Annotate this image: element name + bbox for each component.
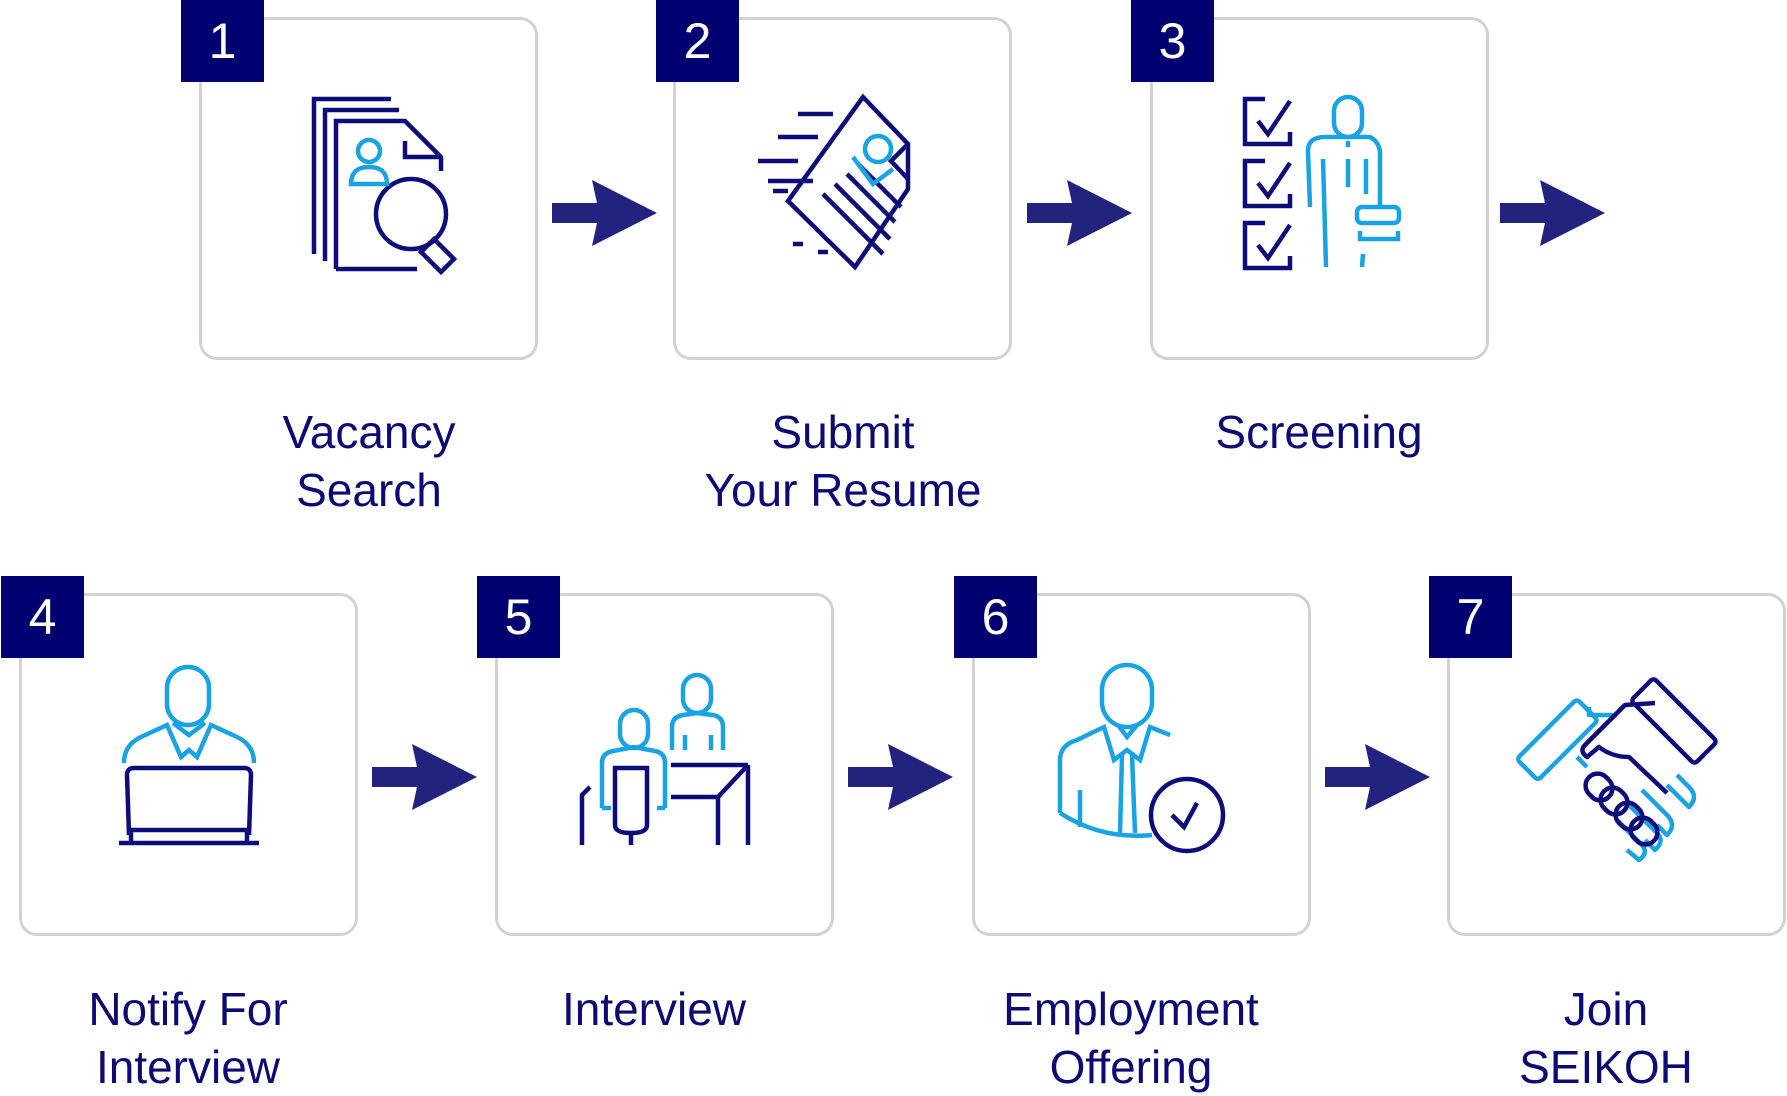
step-7-label-line-1: Join — [1563, 983, 1649, 1035]
step-2-card — [673, 17, 1012, 360]
step-2-label: Submit Your Resume — [633, 403, 1053, 519]
arrow-right-icon — [848, 744, 953, 810]
step-3-label: Screening — [1109, 403, 1529, 461]
arrow-right-icon — [1325, 744, 1430, 810]
step-5-badge: 5 — [477, 576, 560, 658]
step-4-badge: 4 — [1, 576, 84, 658]
step-2-label-line-1: Submit — [771, 406, 915, 458]
arrow-right-icon — [372, 744, 477, 810]
interview-desk-icon — [565, 665, 765, 865]
step-1-label-line-2: Search — [296, 464, 442, 516]
step-6-badge: 6 — [954, 576, 1037, 658]
step-6-label-line-2: Offering — [1049, 1041, 1213, 1093]
person-approved-icon — [1042, 662, 1242, 865]
step-4-label-line-1: Notify For — [88, 983, 288, 1035]
send-resume-icon — [743, 89, 943, 289]
arrow-right-icon — [1500, 180, 1605, 246]
step-2-label-line-2: Your Resume — [704, 464, 982, 516]
step-1-label: Vacancy Search — [159, 403, 579, 519]
handshake-icon — [1515, 665, 1718, 865]
step-1-badge: 1 — [181, 0, 264, 82]
step-7-label: Join SEIKOH — [1396, 980, 1787, 1096]
document-search-icon — [269, 89, 469, 289]
step-3-label-line-1: Screening — [1215, 406, 1423, 458]
step-6-label: Employment Offering — [921, 980, 1341, 1096]
step-6-label-line-1: Employment — [1003, 983, 1259, 1035]
step-1-label-line-1: Vacancy — [282, 406, 456, 458]
step-7-badge: 7 — [1429, 576, 1512, 658]
step-4-label-line-2: Interview — [95, 1041, 281, 1093]
step-5-label-line-1: Interview — [561, 983, 747, 1035]
step-2-badge: 2 — [656, 0, 739, 82]
checklist-person-icon — [1220, 89, 1420, 289]
person-laptop-icon — [89, 664, 289, 865]
step-3-badge: 3 — [1131, 0, 1214, 82]
arrow-right-icon — [1027, 180, 1132, 246]
arrow-right-icon — [552, 180, 657, 246]
step-7-label-line-2: SEIKOH — [1519, 1041, 1693, 1093]
step-5-label: Interview — [444, 980, 864, 1038]
step-4-label: Notify For Interview — [0, 980, 398, 1096]
